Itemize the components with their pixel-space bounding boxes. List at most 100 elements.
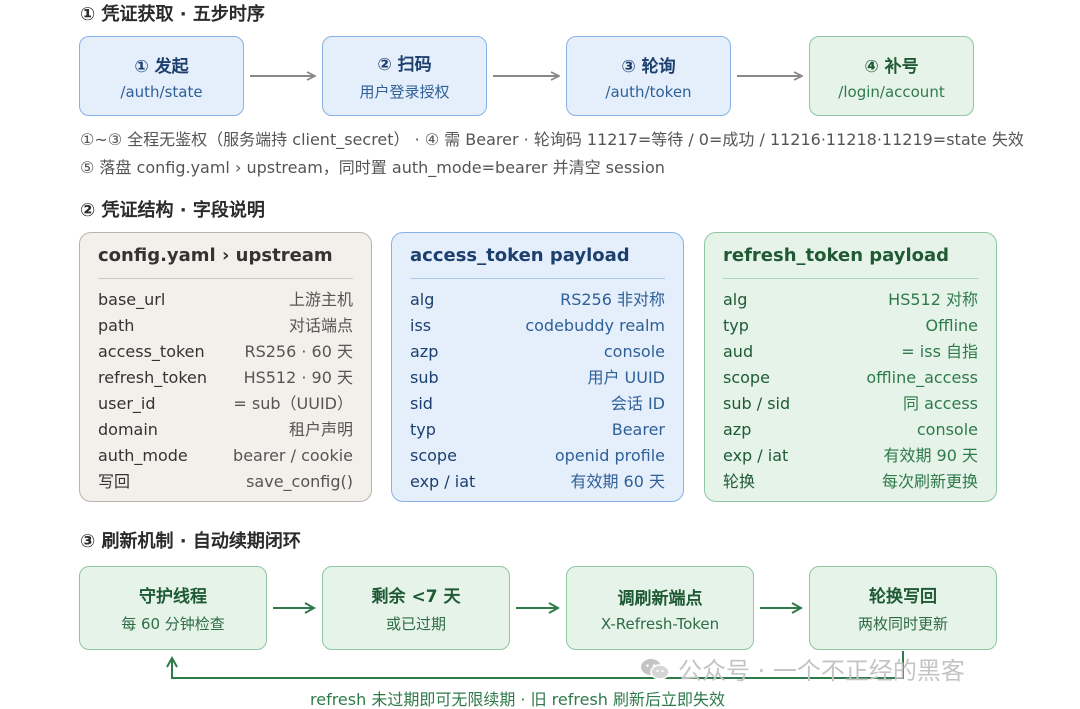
field-row: 轮换 每次刷新更换 — [723, 469, 978, 495]
field-value: 会话 ID — [610, 394, 665, 413]
refresh-step-endpoint: 调刷新端点 X-Refresh-Token — [566, 566, 754, 650]
step-subtitle: X-Refresh-Token — [600, 614, 720, 633]
field-key: sub / sid — [723, 394, 791, 413]
field-value: = iss 自指 — [901, 342, 978, 361]
field-value: HS512 对称 — [888, 290, 978, 309]
field-key: path — [98, 316, 135, 335]
field-key: refresh_token — [98, 368, 207, 387]
field-row: sub 用户 UUID — [410, 365, 665, 391]
field-value: console — [603, 342, 665, 361]
card-title: access_token payload — [410, 243, 665, 279]
step-subtitle: 或已过期 — [385, 615, 446, 633]
section-title-refresh: ③ 刷新机制 · 自动续期闭环 — [80, 531, 301, 552]
step-subtitle: 两枚同时更新 — [857, 615, 948, 633]
field-value: 对话端点 — [288, 316, 353, 335]
field-row: user_id = sub（UUID） — [98, 391, 353, 417]
section-title-acquisition: ① 凭证获取 · 五步时序 — [80, 4, 265, 25]
card-title: config.yaml › upstream — [98, 243, 353, 279]
field-row: scope openid profile — [410, 443, 665, 469]
card-title: refresh_token payload — [723, 243, 978, 279]
step-subtitle: /auth/token — [605, 82, 692, 101]
field-row: iss codebuddy realm — [410, 313, 665, 339]
field-row: azp console — [723, 417, 978, 443]
field-key: aud — [723, 342, 754, 361]
field-row: domain 租户声明 — [98, 417, 353, 443]
step-title: ① 发起 — [134, 56, 189, 77]
field-value: RS256 · 60 天 — [244, 342, 353, 361]
field-key: scope — [410, 446, 457, 465]
field-key: 轮换 — [723, 472, 756, 491]
step-title: ③ 轮询 — [621, 56, 676, 77]
step-title: 守护线程 — [139, 587, 207, 607]
step-subtitle: 用户登录授权 — [359, 83, 450, 101]
field-row: path 对话端点 — [98, 313, 353, 339]
step-title: 剩余 <7 天 — [371, 587, 461, 607]
field-key: scope — [723, 368, 770, 387]
field-row: alg RS256 非对称 — [410, 287, 665, 313]
field-value: openid profile — [554, 446, 665, 465]
refresh-step-daemon: 守护线程 每 60 分钟检查 — [79, 566, 267, 650]
field-key: iss — [410, 316, 432, 335]
field-value: console — [916, 420, 978, 439]
field-row: azp console — [410, 339, 665, 365]
field-value: 上游主机 — [288, 290, 353, 309]
field-value: 租户声明 — [288, 420, 353, 439]
field-value: 有效期 90 天 — [883, 446, 978, 465]
field-row: access_token RS256 · 60 天 — [98, 339, 353, 365]
field-row: auth_mode bearer / cookie — [98, 443, 353, 469]
step-subtitle: /auth/state — [120, 82, 203, 101]
step-title: ② 扫码 — [377, 55, 432, 75]
field-value: offline_access — [866, 368, 978, 387]
field-key: access_token — [98, 342, 205, 361]
field-value: save_config() — [246, 472, 353, 491]
field-value: = sub（UUID） — [233, 394, 353, 413]
field-row: typ Bearer — [410, 417, 665, 443]
field-value: bearer / cookie — [233, 446, 353, 465]
field-key: azp — [723, 420, 752, 439]
flow-step-poll: ③ 轮询 /auth/token — [566, 36, 731, 116]
field-value: HS512 · 90 天 — [243, 368, 353, 387]
field-key: domain — [98, 420, 158, 439]
field-key: exp / iat — [410, 472, 476, 491]
field-value: 每次刷新更换 — [881, 472, 978, 491]
section-title-structure: ② 凭证结构 · 字段说明 — [80, 200, 265, 221]
field-key: typ — [410, 420, 436, 439]
field-key: sid — [410, 394, 433, 413]
field-key: sub — [410, 368, 439, 387]
acquisition-note-2: ⑤ 落盘 config.yaml › upstream，同时置 auth_mod… — [80, 158, 665, 177]
field-value: codebuddy realm — [525, 316, 665, 335]
field-value: Bearer — [611, 420, 665, 439]
field-key: alg — [723, 290, 748, 309]
field-key: auth_mode — [98, 446, 188, 465]
field-key: azp — [410, 342, 439, 361]
watermark: 公众号 · 一个不正经的黑客 — [640, 651, 965, 686]
step-subtitle: /login/account — [838, 82, 945, 101]
loop-label: refresh 未过期即可无限续期 · 旧 refresh 刷新后立即失效 — [310, 690, 726, 709]
field-row: scope offline_access — [723, 365, 978, 391]
step-subtitle: 每 60 分钟检查 — [121, 615, 225, 633]
wechat-icon — [641, 658, 670, 680]
step-title: 调刷新端点 — [617, 588, 703, 609]
step-title: 轮换写回 — [869, 587, 937, 607]
step-title: ④ 补号 — [864, 56, 919, 77]
loop-back-arrow — [172, 651, 904, 679]
flow-step-initiate: ① 发起 /auth/state — [79, 36, 244, 116]
field-row: refresh_token HS512 · 90 天 — [98, 365, 353, 391]
acquisition-note-1: ①~③ 全程无鉴权（服务端持 client_secret） · ④ 需 Bear… — [80, 130, 1024, 149]
card-access-token-payload: access_token payload alg RS256 非对称 iss cod… — [391, 232, 684, 502]
field-key: user_id — [98, 394, 156, 413]
field-key: alg — [410, 290, 435, 309]
field-value: 用户 UUID — [587, 368, 665, 387]
watermark-text: 公众号 · 一个不正经的黑客 — [678, 657, 965, 685]
field-value: RS256 非对称 — [560, 290, 665, 309]
flow-step-account: ④ 补号 /login/account — [809, 36, 974, 116]
flow-step-scan: ② 扫码 用户登录授权 — [322, 36, 487, 116]
